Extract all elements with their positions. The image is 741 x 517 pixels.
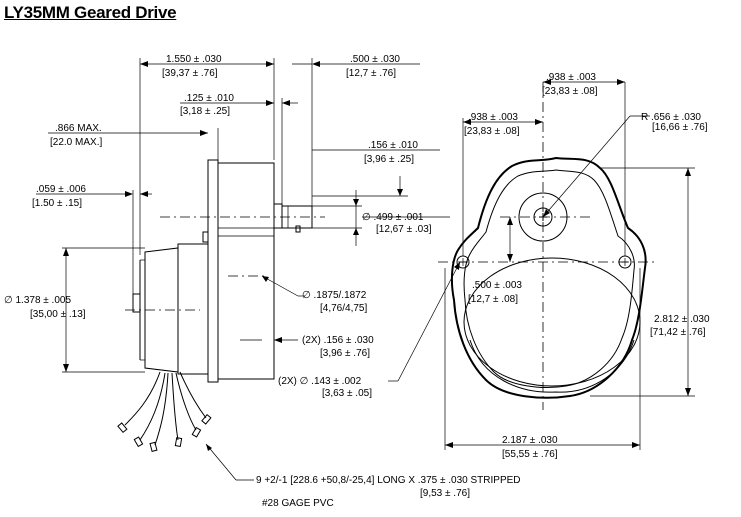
dim-1378-metric: [35,00 ± .13] — [30, 309, 86, 320]
dim-0866-metric: [22.0 MAX.] — [50, 137, 102, 148]
dim-0938b-metric: [23,83 ± .08] — [464, 126, 520, 137]
dim-0938a: .938 ± .003 — [546, 72, 596, 83]
dim-0500b-metric: [12,7 ± .08] — [468, 294, 518, 305]
dim-0156b-metric: [3,96 ± .76] — [320, 348, 370, 359]
gearbox-housing — [217, 162, 275, 380]
dim-0500: .500 ± .030 — [350, 54, 400, 65]
dim-0125: .125 ± .010 — [184, 93, 234, 104]
dim-0125-metric: [3,18 ± .25] — [180, 106, 230, 117]
dim-0156a: .156 ± .010 — [368, 140, 418, 151]
dim-0499: ∅ .499 ± .001 — [362, 212, 424, 223]
dim-1550-metric: [39,37 ± .76] — [162, 68, 218, 79]
lead-note-line1: 9 +2/-1 [228.6 +50,8/-25,4] LONG X .375 … — [256, 475, 521, 486]
motor-face-outline — [463, 257, 641, 387]
lead-note-line3: #28 GAGE PVC — [262, 498, 334, 509]
dim-0938b: .938 ± .003 — [468, 112, 518, 123]
housing-outline — [450, 156, 647, 399]
lead-note-line2: [9,53 ± .76] — [420, 488, 470, 499]
dim-0500-metric: [12,7 ± .76] — [346, 68, 396, 79]
dim-0059: .059 ± .006 — [36, 184, 86, 195]
dim-0938a-metric: [23,83 ± .08] — [542, 86, 598, 97]
dim-0499-metric: [12,67 ± .03] — [376, 224, 432, 235]
dim-1378: ∅ 1.378 ± .005 — [4, 295, 71, 306]
dim-0656: R .656 ± .030 — [641, 112, 701, 123]
dim-0156b: (2X) .156 ± .030 — [302, 335, 374, 346]
dim-2187-metric: [55,55 ± .76] — [502, 449, 558, 460]
page-title: LY35MM Geared Drive — [4, 3, 177, 22]
dim-0059-metric: [1.50 ± .15] — [32, 198, 82, 209]
dim-0656-metric: [16,66 ± .76] — [652, 122, 708, 133]
dim-0143: (2X) ∅ .143 ± .002 — [278, 376, 362, 387]
dim-2187: 2.187 ± .030 — [502, 435, 558, 446]
dim-0500b: .500 ± .003 — [472, 280, 522, 291]
gear-plate — [207, 159, 219, 383]
dim-0866: .866 MAX. — [55, 123, 102, 134]
dim-2812-metric: [71,42 ± .76] — [650, 327, 706, 338]
motor-flange — [177, 243, 209, 375]
end-tab — [132, 293, 141, 313]
dim-1875-metric: [4,76/4,75] — [320, 303, 367, 314]
shaft-hub — [273, 203, 283, 229]
dim-0156a-metric: [3,96 ± .25] — [364, 154, 414, 165]
dim-1550: 1.550 ± .030 — [166, 54, 222, 65]
dim-0143-metric: [3,63 ± .05] — [322, 388, 372, 399]
dim-2812: 2.812 ± .030 — [654, 314, 710, 325]
front-view: .938 ± .003 [23,83 ± .08] .938 ± .003 [2… — [438, 72, 710, 460]
dim-1875: ∅ .1875/.1872 — [302, 290, 367, 301]
lead-wires — [117, 371, 212, 452]
housing-inner — [463, 169, 635, 388]
side-view: 1.550 ± .030 [39,37 ± .76] .500 ± .030 [… — [4, 54, 461, 481]
